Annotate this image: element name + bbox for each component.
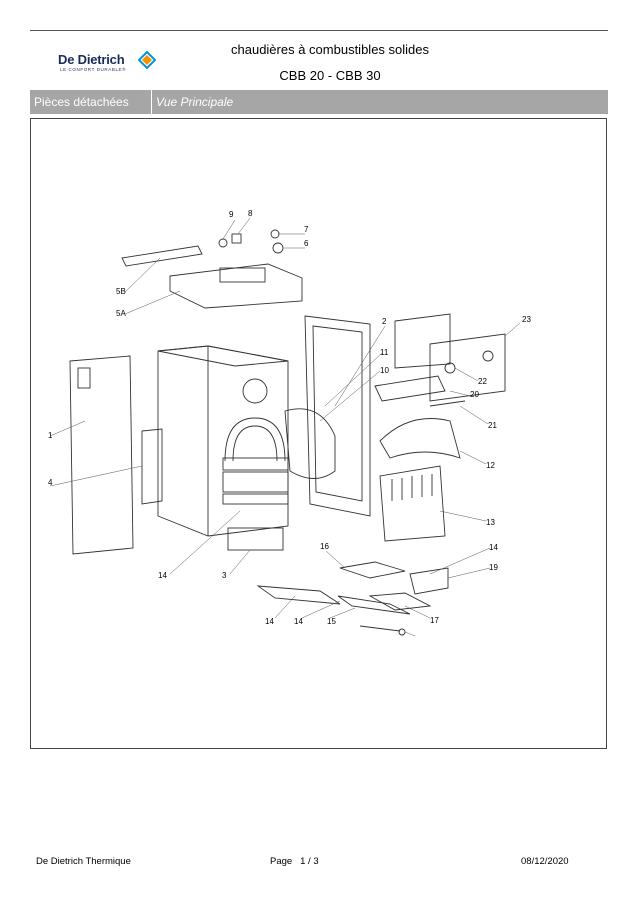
callout-7: 7 (304, 225, 309, 234)
model-title: CBB 20 - CBB 30 (279, 68, 381, 83)
top-cover (169, 263, 303, 309)
footer-pagination: Page 1 / 3 (270, 856, 319, 867)
top-rule (30, 30, 608, 31)
callout-14a: 14 (489, 543, 498, 552)
section-band: Pièces détachées Vue Principale (30, 90, 608, 114)
callout-2: 2 (382, 317, 387, 326)
document-title: chaudières à combustibles solides (231, 42, 429, 57)
band-divider (151, 90, 152, 114)
grate (379, 465, 446, 542)
brand-logo: De Dietrich LE CONFORT DURABLE® (58, 51, 168, 80)
callout-19: 3 (222, 571, 227, 580)
callout-8: 8 (248, 209, 253, 218)
callout-5b: 5B (116, 287, 126, 296)
callout-14b: 19 (489, 563, 498, 572)
brand-name: De Dietrich (58, 52, 125, 67)
callout-22: 22 (478, 377, 487, 386)
callout-6: 6 (304, 239, 309, 248)
callout-4: 4 (48, 478, 53, 487)
boiler-body (157, 345, 289, 537)
callout-10: 10 (380, 366, 389, 375)
callout-3: 14 (158, 571, 167, 580)
exploded-view-drawing: 9 8 7 6 5B 5A 2 23 11 10 22 20 1 21 4 12… (48, 209, 531, 636)
page-label: Page (270, 856, 293, 867)
footer-company: De Dietrich Thermique (36, 856, 131, 867)
brand-tagline: LE CONFORT DURABLE® (60, 67, 127, 72)
rear-plate (394, 313, 451, 369)
page-total: 3 (313, 856, 319, 867)
callout-5a: 5A (116, 309, 126, 318)
callout-23: 23 (522, 315, 531, 324)
ash-door (227, 527, 284, 551)
callout-20: 20 (470, 390, 479, 399)
callout-11: 11 (380, 348, 389, 357)
callout-1: 1 (48, 431, 53, 440)
callout-12: 12 (486, 461, 495, 470)
callout-17: 17 (430, 616, 439, 625)
diamond-logo-icon (138, 51, 156, 69)
callout-14c: 14 (265, 617, 274, 626)
side-panel (69, 355, 134, 555)
callout-9: 9 (229, 210, 234, 219)
drawing-frame (30, 118, 607, 749)
callout-13: 13 (486, 518, 495, 527)
section-label: Pièces détachées (34, 95, 129, 109)
callout-15: 15 (327, 617, 336, 626)
callout-14d: 14 (294, 617, 303, 626)
page-separator: / (308, 856, 311, 867)
footer-date: 08/12/2020 (521, 856, 569, 867)
view-label: Vue Principale (156, 95, 234, 109)
front-door (304, 315, 371, 517)
callout-21: 21 (488, 421, 497, 430)
page-current: 1 (300, 856, 306, 867)
callout-16: 16 (320, 542, 329, 551)
panel-label (77, 367, 91, 389)
